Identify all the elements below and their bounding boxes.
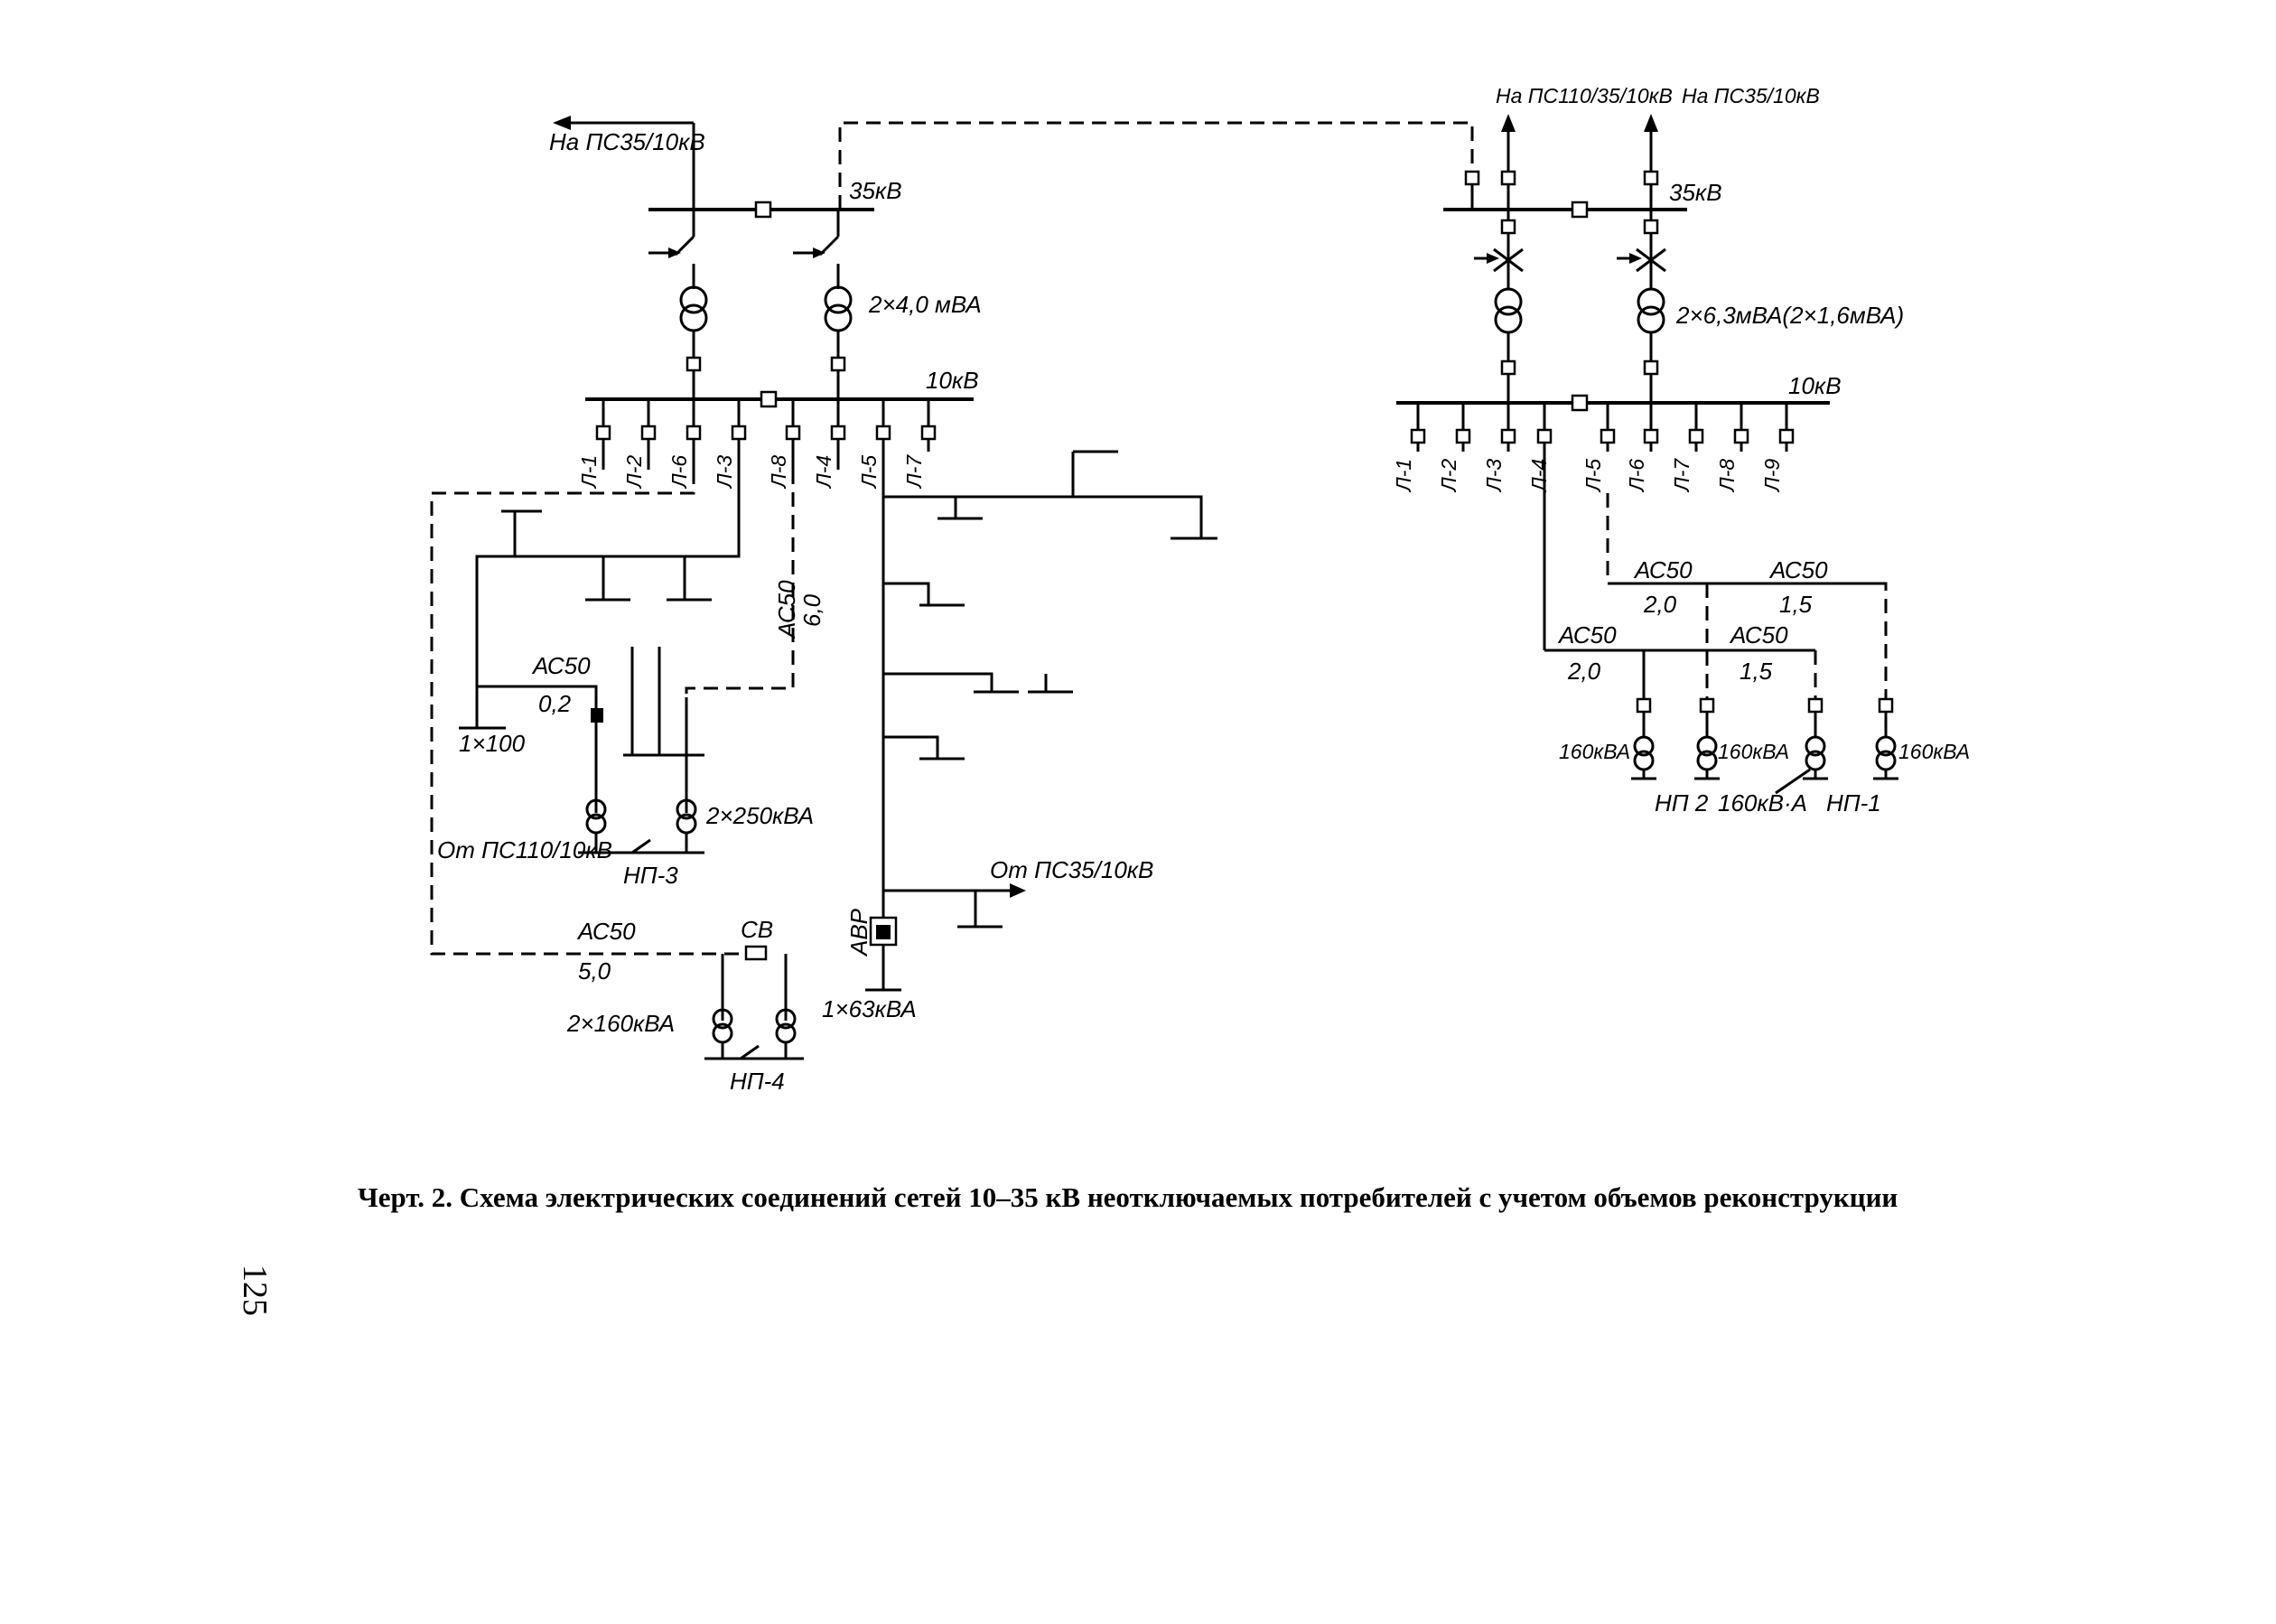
right-seg3: АС50 [1557, 621, 1617, 649]
right-feeders [1410, 403, 1795, 650]
right-seg4: АС50 [1729, 621, 1788, 649]
left-feeder-5: Л-8 [767, 455, 790, 490]
left-ac50-vert: АС50 [773, 580, 800, 639]
right-feeder-8: Л-8 [1715, 459, 1739, 493]
right-bus10-label: 10кВ [1788, 372, 1842, 399]
left-from-ps35-arrow [1010, 883, 1026, 898]
figure-caption: Черт. 2. Схема электрических соединений … [358, 1181, 1898, 1213]
right-feeder-2: Л-2 [1437, 459, 1460, 493]
page-number: 125 [236, 1265, 274, 1316]
left-incoming-line [553, 116, 695, 210]
left-feeder-3: Л-6 [667, 455, 691, 490]
right-feeder-4: Л-4 [1527, 459, 1551, 493]
right-transformer-label: 2×6,3мВА(2×1,6мВА) [1675, 302, 1904, 329]
left-l5-main [865, 450, 1217, 992]
right-np1: НП-1 [1826, 789, 1881, 817]
left-feeders [595, 399, 937, 470]
right-to-ps35: На ПС35/10кВ [1682, 84, 1820, 107]
right-feeder-7: Л-7 [1670, 458, 1693, 493]
left-l3-branch [475, 470, 741, 686]
left-feeder-4: Л-3 [713, 455, 736, 490]
right-bus-35kv [1443, 201, 1687, 219]
left-ac50-vert-len: 6,0 [798, 593, 826, 627]
left-feeder-8: Л-7 [902, 454, 926, 490]
right-seg1: АС50 [1633, 556, 1693, 583]
left-ac50-b: АС50 [576, 918, 636, 945]
left-transformer-2 [793, 210, 853, 399]
right-bus-10kv [1396, 394, 1830, 412]
left-1x100: 1×100 [459, 730, 526, 757]
right-transformer-2 [1617, 210, 1666, 403]
left-bus-10kv [585, 390, 974, 408]
right-t3: 160кВА [1898, 740, 1970, 763]
right-feeder-9: Л-9 [1760, 459, 1784, 493]
left-to-ps-top: На ПС35/10кВ [549, 128, 705, 155]
left-feeder-6: Л-4 [812, 455, 835, 490]
left-bus35-label: 35кВ [849, 177, 902, 204]
left-dashed-loop [430, 470, 795, 956]
right-feeder-6: Л-6 [1625, 459, 1648, 493]
left-avr: АВР [845, 908, 872, 957]
left-1x63: 1×63кВА [822, 995, 917, 1022]
left-sv: СВ [741, 916, 773, 943]
left-transformer-1 [648, 210, 708, 399]
left-ac50-a-len: 0,2 [538, 690, 572, 717]
left-ac50-a: АС50 [531, 652, 591, 679]
right-t2: 160кВА [1718, 740, 1789, 763]
left-from-ps35: От ПС35/10кВ [990, 856, 1153, 883]
left-ac50-b-len: 5,0 [578, 957, 611, 985]
left-feeder-7: Л-5 [857, 455, 881, 490]
right-seg1-len: 2,0 [1643, 591, 1677, 618]
left-feeder-1: Л-1 [577, 455, 601, 490]
np4-substation [704, 945, 804, 1060]
left-feeder-2: Л-2 [622, 455, 646, 490]
right-feeder-1: Л-1 [1392, 459, 1415, 493]
left-from-ps110: От ПС110/10кВ [437, 836, 612, 863]
right-seg2-len: 1,5 [1779, 591, 1813, 618]
right-seg2: АС50 [1768, 556, 1828, 583]
right-feeder-5: Л-5 [1581, 459, 1605, 493]
right-t-mid: 160кВ·А [1718, 789, 1807, 817]
left-bus10-label: 10кВ [926, 367, 979, 394]
left-2x160: 2×160кВА [566, 1010, 675, 1037]
right-network [1543, 493, 1898, 795]
right-np2: НП 2 [1655, 789, 1709, 817]
right-seg3-len: 2,0 [1567, 658, 1601, 685]
left-np3: НП-3 [623, 862, 678, 889]
right-transformer-1 [1474, 210, 1524, 403]
right-bus35-label: 35кВ [1669, 179, 1722, 206]
right-incoming-lines [1464, 114, 1659, 210]
right-seg4-len: 1,5 [1740, 658, 1773, 685]
left-bus-35kv [648, 201, 874, 219]
np3-substation [459, 647, 704, 854]
tie-line-35kv [838, 121, 1474, 210]
left-transformer-label: 2×4,0 мВА [868, 291, 982, 318]
right-feeder-3: Л-3 [1482, 459, 1506, 493]
left-2x250: 2×250кВА [705, 802, 814, 829]
right-t1: 160кВА [1559, 740, 1630, 763]
left-np4: НП-4 [730, 1068, 785, 1095]
right-to-ps110: На ПС110/35/10кВ [1496, 84, 1673, 107]
